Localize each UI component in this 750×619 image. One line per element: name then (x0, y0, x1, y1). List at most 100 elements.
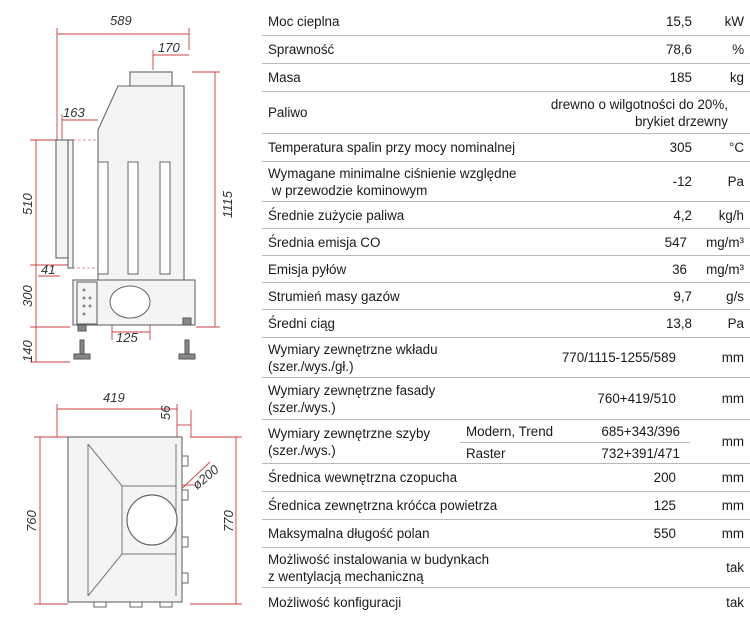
spec-unit: kg/h (718, 207, 744, 223)
spec-unit: g/s (726, 288, 744, 304)
spec-unit: mm (721, 391, 744, 406)
dim-419: 419 (103, 390, 125, 405)
spec-value: 125 (653, 498, 676, 513)
spec-value: 550 (653, 526, 676, 541)
label-line-1: Możliwość instalowania w budynkach (268, 551, 490, 567)
spec-row-flue-temp: Temperatura spalin przy mocy nominalnej … (262, 134, 750, 162)
spec-row-efficiency: Sprawność 78,6 % (262, 36, 750, 64)
spec-row-facade-dimensions: Wymiary zewnętrzne fasady (szer./wys.) 7… (262, 378, 750, 420)
side-view-drawing: 589 170 163 510 1115 41 300 125 140 (20, 13, 235, 363)
dim-589: 589 (110, 13, 132, 28)
spec-unit: mg/m³ (706, 261, 744, 277)
spec-label: Możliwość instalowania w budynkach z wen… (268, 548, 489, 587)
label-line-1: Wymiary zewnętrzne fasady (268, 382, 436, 398)
spec-label: Wymiary zewnętrzne fasady (szer./wys.) (268, 378, 435, 419)
spec-value: 770/1115-1255/589 (561, 350, 676, 365)
spec-label: Maksymalna długość polan (268, 526, 430, 541)
dim-300: 300 (20, 285, 35, 307)
fuel-line-2: brykiet drzewny (634, 113, 728, 129)
dim-170: 170 (158, 40, 180, 55)
glass-variant-name: Raster (466, 445, 506, 461)
spec-unit: % (732, 42, 744, 57)
spec-label: Emisja pyłów (268, 261, 347, 277)
spec-value: drewno o wilgotności do 20%, brykiet drz… (551, 92, 728, 133)
spec-unit: Pa (727, 174, 744, 189)
spec-label: Strumień masy gazów (268, 288, 400, 304)
spec-unit: mm (721, 434, 744, 449)
spec-row-gas-flow: Strumień masy gazów 9,7 g/s (262, 283, 750, 310)
spec-table: Moc cieplna 15,5 kW Sprawność 78,6 % Mas… (262, 0, 750, 619)
spec-value: 4,2 (673, 207, 692, 223)
dim-760: 760 (24, 510, 39, 532)
spec-unit: Pa (727, 316, 744, 331)
spec-unit: mg/m³ (706, 234, 744, 250)
label-line-1: Wymagane minimalne ciśnienie względne (268, 165, 517, 181)
spec-row-draft: Średni ciąg 13,8 Pa (262, 310, 750, 338)
dim-125: 125 (116, 330, 138, 345)
spec-row-flue-diameter: Średnica wewnętrzna czopucha 200 mm (262, 464, 750, 492)
spec-label: Średni ciąg (268, 316, 335, 331)
dim-770: 770 (221, 510, 236, 532)
spec-row-mass: Masa 185 kg (262, 64, 750, 92)
spec-unit: tak (726, 594, 744, 610)
spec-label: Średnica wewnętrzna czopucha (268, 470, 458, 485)
spec-value: 200 (653, 470, 676, 485)
spec-value: -12 (672, 174, 692, 189)
dim-1115: 1115 (220, 190, 235, 218)
spec-row-co-emission: Średnia emisja CO 547 mg/m³ (262, 229, 750, 256)
spec-unit: mm (721, 350, 744, 365)
label-line-2: w przewodzie kominowym (268, 182, 428, 198)
dim-200: ø200 (189, 461, 222, 492)
spec-label: Wymagane minimalne ciśnienie względne w … (268, 162, 516, 201)
spec-row-fuel-use: Średnie zużycie paliwa 4,2 kg/h (262, 202, 750, 229)
spec-row-glass-dimensions: Wymiary zewnętrzne szyby (szer./wys.) Mo… (262, 420, 750, 464)
spec-row-dust-emission: Emisja pyłów 36 mg/m³ (262, 256, 750, 283)
fuel-line-1: drewno o wilgotności do 20%, (550, 96, 728, 112)
glass-variant-value: 685+343/396 (601, 423, 680, 439)
spec-label: Średnia emisja CO (268, 234, 381, 250)
spec-value: 547 (664, 234, 687, 250)
dim-510: 510 (20, 193, 35, 215)
dim-56: 56 (158, 405, 173, 420)
spec-unit: °C (728, 140, 744, 155)
technical-drawings: 589 170 163 510 1115 41 300 125 140 (0, 0, 262, 619)
spec-label: Wymiary zewnętrzne wkładu (szer./wys./gł… (268, 338, 438, 377)
spec-row-insert-dimensions: Wymiary zewnętrzne wkładu (szer./wys./gł… (262, 338, 750, 378)
spec-unit: mm (721, 526, 744, 541)
spec-label: Wymiary zewnętrzne szyby (szer./wys.) (268, 420, 430, 463)
spec-value: 36 (672, 261, 687, 277)
label-line-2: (szer./wys.) (268, 399, 336, 415)
spec-row-log-length: Maksymalna długość polan 550 mm (262, 520, 750, 548)
spec-row-draft-pressure: Wymagane minimalne ciśnienie względne w … (262, 162, 750, 202)
spec-value: 305 (669, 140, 692, 155)
spec-unit: kg (729, 70, 744, 85)
spec-value: 13,8 (665, 316, 692, 331)
drawings-svg: 589 170 163 510 1115 41 300 125 140 (20, 13, 242, 608)
spec-label: Masa (268, 70, 301, 85)
dim-163: 163 (63, 105, 85, 120)
spec-label: Średnica zewnętrzna króćca powietrza (268, 498, 498, 513)
spec-value: 185 (669, 70, 692, 85)
label-line-2: (szer./wys./gł.) (268, 358, 354, 374)
glass-variant-value: 732+391/471 (601, 445, 680, 461)
label-line-2: z wentylacją mechaniczną (268, 568, 424, 584)
spec-row-configuration: Możliwość konfiguracji tak (262, 588, 750, 616)
spec-label: Moc cieplna (268, 14, 340, 29)
spec-row-mechanical-ventilation: Możliwość instalowania w budynkach z wen… (262, 548, 750, 588)
spec-value: 78,6 (665, 42, 692, 57)
spec-unit: mm (721, 470, 744, 485)
dim-140: 140 (20, 340, 35, 362)
spec-label: Możliwość konfiguracji (268, 594, 402, 610)
spec-label: Sprawność (268, 42, 335, 57)
spec-unit: kW (724, 14, 744, 29)
label-line-1: Wymiary zewnętrzne wkładu (268, 341, 438, 357)
spec-unit: tak (726, 560, 744, 575)
spec-value: 760+419/510 (597, 391, 676, 406)
glass-variant-name: Modern, Trend (466, 423, 554, 439)
label-line-1: Wymiary zewnętrzne szyby (268, 425, 431, 441)
spec-label: Średnie zużycie paliwa (268, 207, 405, 223)
spec-row-power: Moc cieplna 15,5 kW (262, 8, 750, 36)
spec-label: Paliwo (268, 105, 308, 120)
dim-41: 41 (41, 262, 55, 277)
spec-value: 15,5 (665, 14, 692, 29)
